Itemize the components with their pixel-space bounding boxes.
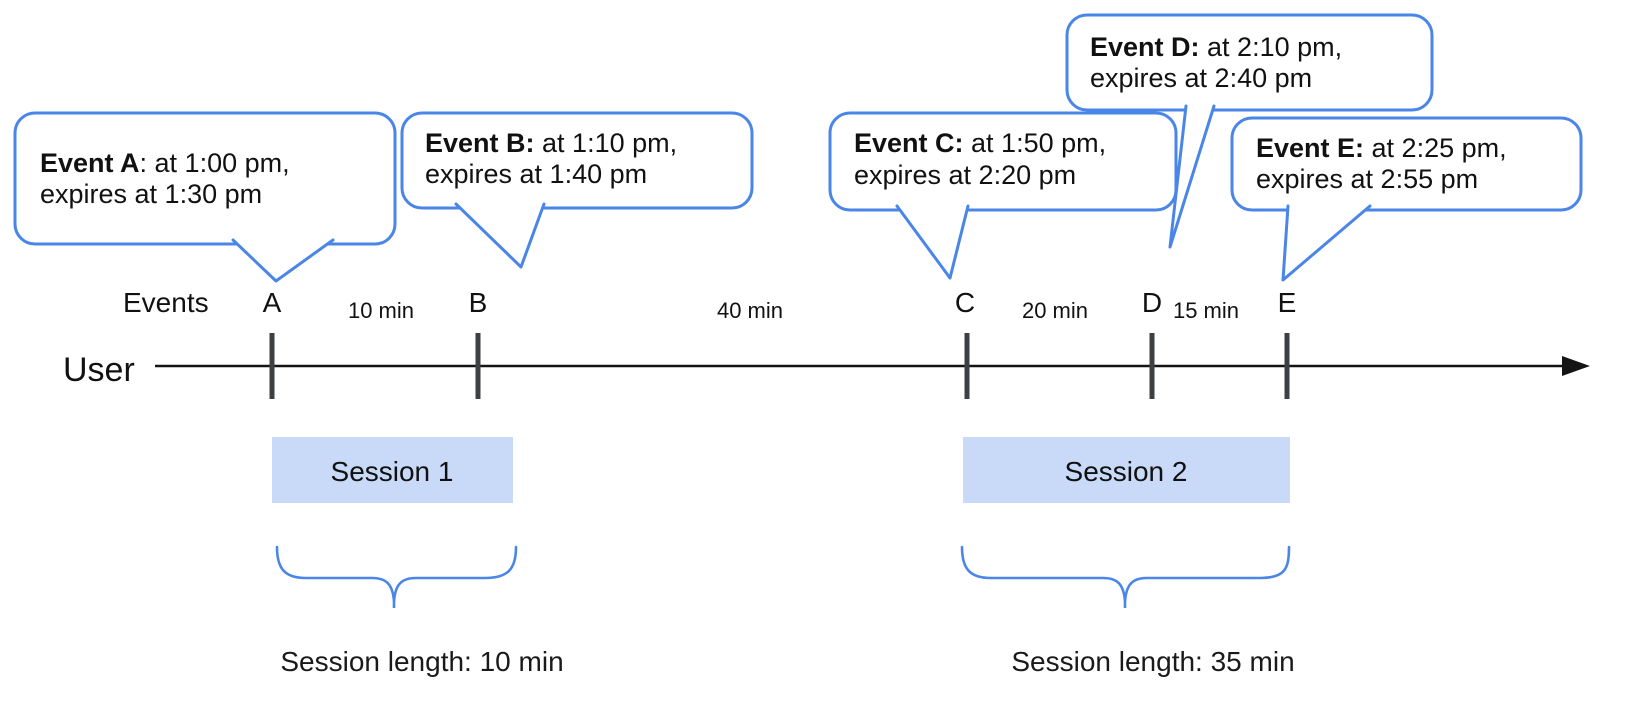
interval-label-b-c: 40 min [717, 298, 783, 323]
session-1-box [272, 437, 513, 503]
event-label-c: C [955, 287, 975, 318]
callout-b-rest: at 1:10 pm, [535, 128, 678, 158]
timeline-arrowhead-icon [1562, 356, 1590, 376]
session-1-label: Session 1 [331, 456, 454, 487]
session-1: Session 1 Session length: 10 min [272, 437, 564, 677]
callout-a-bold: Event A [40, 148, 140, 178]
callout-bubble-b [400, 111, 754, 210]
callout-b-line1: Event B: at 1:10 pm, [425, 128, 677, 158]
callout-tail-d [1168, 104, 1216, 249]
event-label-d: D [1142, 287, 1162, 318]
callout-c-rest: at 1:50 pm, [964, 128, 1107, 158]
callout-bubble-a [13, 111, 397, 246]
event-d-callout: Event D: at 2:10 pm, expires at 2:40 pm [1065, 13, 1434, 249]
callout-tail-c [895, 204, 970, 280]
callout-e-bold: Event E: [1256, 133, 1364, 163]
timeline: User Events A B C D E 10 min 40 min 20 m… [63, 287, 1590, 399]
callout-bubble-c [828, 111, 1178, 212]
callout-d-rest: at 2:10 pm, [1200, 32, 1343, 62]
callout-b-bold: Event B: [425, 128, 535, 158]
callout-bubble-e [1230, 116, 1583, 212]
callout-e-line1: Event E: at 2:25 pm, [1256, 133, 1507, 163]
callout-d-line1: Event D: at 2:10 pm, [1090, 32, 1342, 62]
callout-tail-b [454, 202, 546, 269]
event-e-callout: Event E: at 2:25 pm, expires at 2:55 pm [1230, 116, 1583, 282]
callout-c-bold: Event C: [854, 128, 964, 158]
session-2-box [963, 437, 1290, 503]
interval-label-a-b: 10 min [348, 298, 414, 323]
callout-tail-e [1281, 204, 1372, 282]
event-label-a: A [263, 287, 282, 318]
interval-label-d-e: 15 min [1173, 298, 1239, 323]
event-c-callout: Event C: at 1:50 pm, expires at 2:20 pm [828, 111, 1178, 280]
session-2: Session 2 Session length: 35 min [960, 437, 1295, 677]
callout-a-line1: Event A: at 1:00 pm, [40, 148, 290, 178]
event-b-callout: Event B: at 1:10 pm, expires at 1:40 pm [400, 111, 754, 269]
callout-tail-a [231, 238, 335, 283]
callout-b-line2: expires at 1:40 pm [425, 159, 647, 189]
callout-a-rest: : at 1:00 pm, [140, 148, 290, 178]
callout-e-rest: at 2:25 pm, [1364, 133, 1507, 163]
session-2-label: Session 2 [1065, 456, 1188, 487]
session-2-brace [960, 545, 1291, 608]
callout-c-line1: Event C: at 1:50 pm, [854, 128, 1106, 158]
callout-d-bold: Event D: [1090, 32, 1200, 62]
callout-e-line2: expires at 2:55 pm [1256, 164, 1478, 194]
session-1-brace [275, 545, 518, 608]
user-label: User [63, 351, 135, 389]
event-label-b: B [469, 287, 488, 318]
callout-d-line2: expires at 2:40 pm [1090, 63, 1312, 93]
session-1-length-label: Session length: 10 min [280, 646, 563, 677]
session-2-length-label: Session length: 35 min [1011, 646, 1294, 677]
callout-bubble-d [1065, 13, 1434, 112]
callout-a-line2: expires at 1:30 pm [40, 179, 262, 209]
callout-c-line2: expires at 2:20 pm [854, 160, 1076, 190]
interval-label-c-d: 20 min [1022, 298, 1088, 323]
event-label-e: E [1278, 287, 1297, 318]
events-label: Events [123, 287, 209, 318]
event-a-callout: Event A: at 1:00 pm, expires at 1:30 pm [13, 111, 397, 283]
